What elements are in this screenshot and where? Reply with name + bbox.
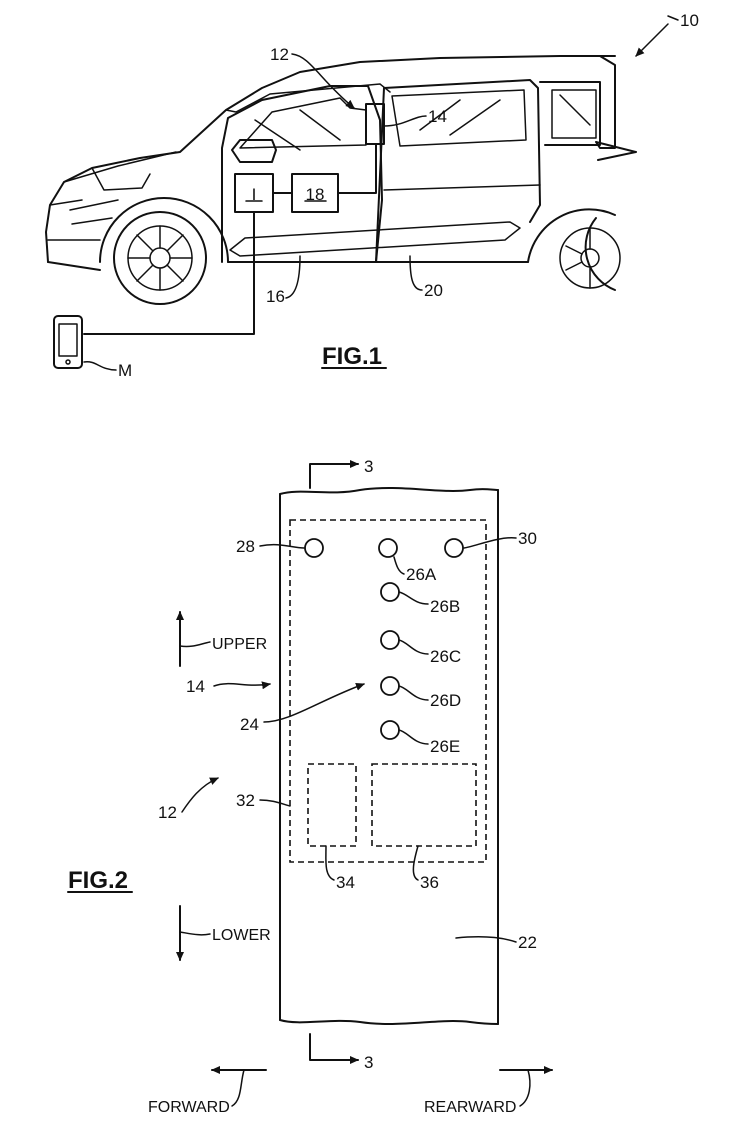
- fig2-title-block: FIG.2: [67, 867, 133, 894]
- fig1-reference-labels: 10 12 14 16 20 M FIG.1: [83, 11, 699, 380]
- ref-rear-door: 20: [424, 281, 443, 300]
- ref-small-box: 34: [336, 873, 355, 892]
- direction-rearward: REARWARD: [424, 1099, 516, 1116]
- controller-label: 18: [306, 185, 325, 204]
- ref-button-c: 26C: [430, 647, 461, 666]
- ref-keypad: 24: [240, 715, 259, 734]
- ref-trim: 22: [518, 933, 537, 952]
- fig1-title: FIG.1: [322, 343, 382, 370]
- ref-vehicle: 10: [680, 11, 699, 30]
- ref-system-fig2: 12: [158, 803, 177, 822]
- ref-button-e: 26E: [430, 737, 460, 756]
- section-mark-bottom: 3: [364, 1053, 373, 1072]
- ref-button-d: 26D: [430, 691, 461, 710]
- fig2-title: FIG.2: [68, 867, 128, 894]
- ref-mobile: M: [118, 361, 132, 380]
- ref-large-box: 36: [420, 873, 439, 892]
- fig2-trim-panel: 3 3: [279, 457, 499, 1072]
- ref-outline: 32: [236, 791, 255, 810]
- ref-left-button: 28: [236, 537, 255, 556]
- direction-upper: UPPER: [212, 636, 267, 653]
- direction-lower: LOWER: [212, 927, 271, 944]
- section-mark-top: 3: [364, 457, 373, 476]
- ref-system: 12: [270, 45, 289, 64]
- fig1-vehicle-drawing: I 18: [45, 55, 637, 369]
- direction-forward: FORWARD: [148, 1099, 230, 1116]
- ref-button-b: 26B: [430, 597, 460, 616]
- ref-button-a: 26A: [406, 565, 437, 584]
- interface-glyph: I: [252, 185, 257, 204]
- ref-right-button: 30: [518, 529, 537, 548]
- ref-pillar-fig2: 14: [186, 677, 205, 696]
- ref-door: 16: [266, 287, 285, 306]
- ref-pillar: 14: [428, 107, 447, 126]
- fig2-reference-labels: 28 30 26A 26B 26C 26D 26E 24 32 34 36 22…: [158, 529, 537, 952]
- direction-indicators: UPPER LOWER FORWARD REARWARD: [148, 611, 553, 1116]
